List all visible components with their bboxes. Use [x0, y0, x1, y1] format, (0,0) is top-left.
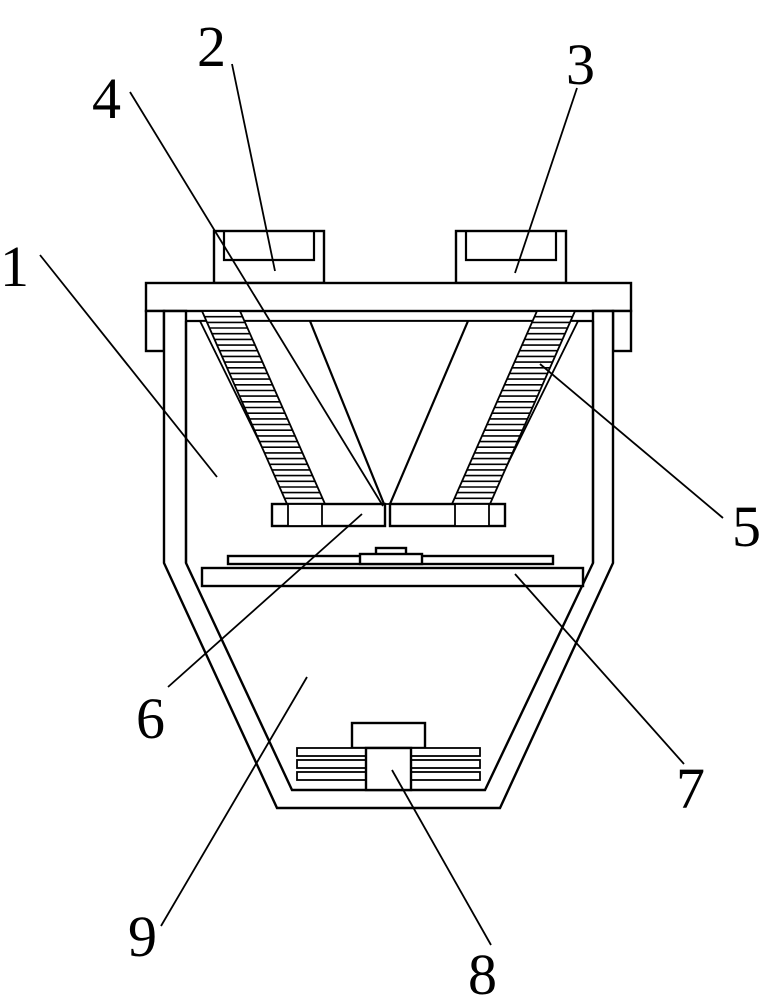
- label-7: 7: [676, 756, 705, 821]
- label-3: 3: [566, 32, 595, 97]
- housing: [162, 309, 615, 810]
- label-4: 4: [92, 66, 121, 131]
- label-2: 2: [197, 14, 226, 79]
- leader-lines: [39, 63, 724, 946]
- label-9: 9: [128, 904, 157, 969]
- left-spring: [200, 310, 327, 505]
- right-spring: [450, 310, 577, 505]
- label-8: 8: [468, 942, 497, 1000]
- bottom-motor: [296, 721, 481, 792]
- reference-numerals: 1 2 3 4 5 6 7 9 8: [0, 14, 761, 1000]
- right-inlet-pipe: [454, 229, 568, 285]
- support-blocks: [270, 502, 507, 528]
- label-6: 6: [136, 686, 165, 751]
- label-1: 1: [0, 234, 29, 299]
- filter-plate: [200, 546, 585, 588]
- label-5: 5: [732, 494, 761, 559]
